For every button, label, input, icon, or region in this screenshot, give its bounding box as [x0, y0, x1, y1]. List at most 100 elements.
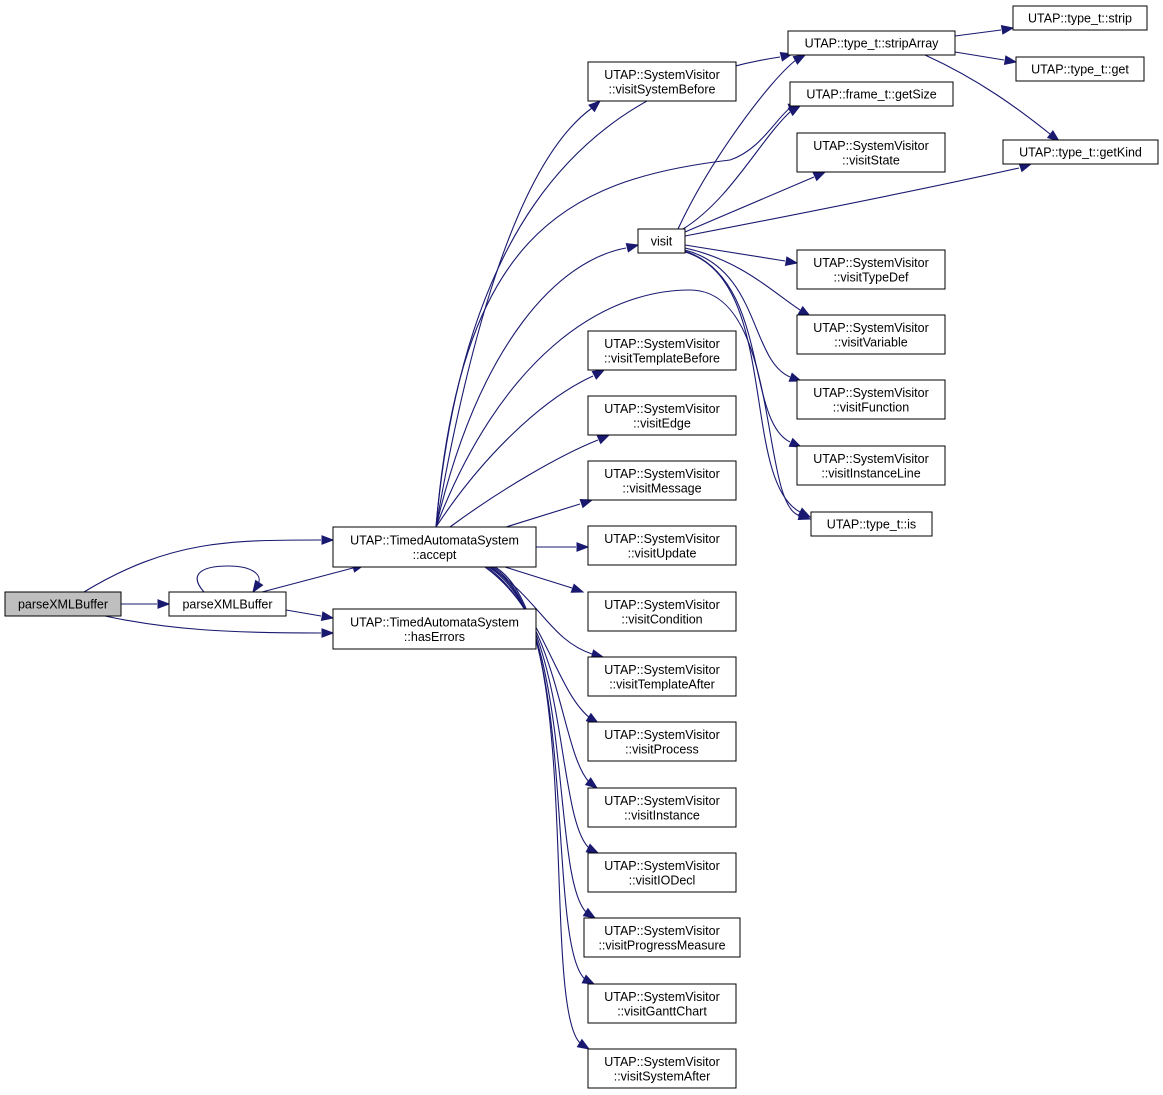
- edge-accept-to-striparray-line: [435, 56, 781, 528]
- node-root[interactable]: parseXMLBuffer: [4, 591, 122, 617]
- node-visit[interactable]: visit: [637, 228, 686, 254]
- node-vSysAfter-label-1: ::visitSystemAfter: [614, 1069, 711, 1083]
- edge-accept-to-vgantt-line: [492, 566, 587, 981]
- node-vMessage-box[interactable]: [587, 460, 737, 501]
- node-vIODecl[interactable]: UTAP::SystemVisitor::visitIODecl: [587, 852, 737, 893]
- edge-accept-to-vsysafter-line: [494, 566, 582, 1045]
- node-vGantt[interactable]: UTAP::SystemVisitor::visitGanttChart: [587, 983, 737, 1024]
- node-pxb-box[interactable]: [168, 591, 287, 617]
- node-getSize-label-0: UTAP::frame_t::getSize: [806, 88, 936, 102]
- edge-accept-to-vupdate: [536, 542, 590, 552]
- node-vProcess-box[interactable]: [587, 721, 737, 762]
- node-getKind-box[interactable]: [1002, 139, 1159, 165]
- node-root-box[interactable]: [4, 591, 122, 617]
- edge-visit-to-getkind: [684, 162, 1033, 237]
- node-vSysAfter-box[interactable]: [587, 1048, 737, 1089]
- node-visit-box[interactable]: [637, 228, 686, 254]
- node-vProgress-label-0: UTAP::SystemVisitor: [604, 924, 720, 938]
- node-vEdge-label-0: UTAP::SystemVisitor: [604, 402, 720, 416]
- node-stripArray-label-0: UTAP::type_t::stripArray: [805, 37, 940, 51]
- node-vInstLine[interactable]: UTAP::SystemVisitor::visitInstanceLine: [796, 445, 946, 486]
- node-vSysBefore-label-1: ::visitSystemBefore: [609, 82, 716, 96]
- edge-accept-to-vsysafter: [494, 566, 591, 1050]
- node-vTplBefore[interactable]: UTAP::SystemVisitor::visitTemplateBefore: [587, 330, 737, 371]
- node-vSysBefore-box[interactable]: [587, 61, 737, 102]
- edge-visit-to-vtypedef-line: [684, 244, 786, 262]
- node-vUpdate-box[interactable]: [587, 525, 737, 566]
- node-vFunction[interactable]: UTAP::SystemVisitor::visitFunction: [796, 379, 946, 420]
- node-hasErrors-box[interactable]: [332, 608, 537, 650]
- node-vTplAfter-label-1: ::visitTemplateAfter: [609, 677, 715, 691]
- node-strip-box[interactable]: [1012, 5, 1148, 31]
- node-vFunction-box[interactable]: [796, 379, 946, 420]
- node-vTypeDef-label-1: ::visitTypeDef: [833, 270, 909, 284]
- edge-accept-to-visit: [435, 243, 640, 528]
- node-vTypeDef-box[interactable]: [796, 249, 946, 290]
- node-vEdge-box[interactable]: [587, 395, 737, 436]
- node-vIODecl-box[interactable]: [587, 852, 737, 893]
- edge-root-to-accept: [83, 535, 335, 593]
- node-get-label-0: UTAP::type_t::get: [1031, 63, 1129, 77]
- edge-striparray-to-getkind: [924, 54, 1061, 142]
- node-strip-label-0: UTAP::type_t::strip: [1028, 12, 1132, 26]
- node-vCondition-box[interactable]: [587, 591, 737, 632]
- edge-pxb-self-arrowhead: [252, 579, 264, 594]
- node-hasErrors-label-0: UTAP::TimedAutomataSystem: [350, 615, 519, 629]
- node-stripArray-box[interactable]: [787, 30, 956, 56]
- node-is-box[interactable]: [810, 511, 933, 537]
- node-getSize[interactable]: UTAP::frame_t::getSize: [789, 81, 954, 107]
- node-vProgress-box[interactable]: [583, 917, 741, 958]
- node-vTplBefore-label-1: ::visitTemplateBefore: [604, 351, 720, 365]
- node-vVariable-label-1: ::visitVariable: [834, 335, 907, 349]
- node-vGantt-box[interactable]: [587, 983, 737, 1024]
- node-hasErrors[interactable]: UTAP::TimedAutomataSystem::hasErrors: [332, 608, 537, 650]
- edge-visit-to-vstate-line: [684, 176, 815, 233]
- node-vMessage-label-1: ::visitMessage: [622, 481, 701, 495]
- node-vVariable-box[interactable]: [796, 314, 946, 355]
- node-vInstLine-box[interactable]: [796, 445, 946, 486]
- node-vState[interactable]: UTAP::SystemVisitor::visitState: [796, 132, 946, 173]
- edge-accept-to-is-line: [435, 289, 799, 528]
- node-getKind[interactable]: UTAP::type_t::getKind: [1002, 139, 1159, 165]
- node-vUpdate-label-1: ::visitUpdate: [628, 546, 697, 560]
- edge-accept-to-viodecl-arrowhead: [585, 843, 600, 854]
- node-strip[interactable]: UTAP::type_t::strip: [1012, 5, 1148, 31]
- edge-visit-to-vtypedef: [684, 244, 799, 266]
- node-vTplBefore-box[interactable]: [587, 330, 737, 371]
- edge-accept-to-vinstance: [486, 566, 599, 789]
- edge-visit-to-getkind-line: [684, 167, 1020, 237]
- node-vInstance[interactable]: UTAP::SystemVisitor::visitInstance: [587, 787, 737, 828]
- node-vMessage[interactable]: UTAP::SystemVisitor::visitMessage: [587, 460, 737, 501]
- node-accept-box[interactable]: [332, 526, 537, 568]
- node-vEdge[interactable]: UTAP::SystemVisitor::visitEdge: [587, 395, 737, 436]
- edge-accept-to-vprogress: [490, 566, 597, 919]
- node-vProgress[interactable]: UTAP::SystemVisitor::visitProgressMeasur…: [583, 917, 741, 958]
- node-vProcess[interactable]: UTAP::SystemVisitor::visitProcess: [587, 721, 737, 762]
- node-is[interactable]: UTAP::type_t::is: [810, 511, 933, 537]
- node-get-box[interactable]: [1015, 56, 1145, 82]
- node-getSize-box[interactable]: [789, 81, 954, 107]
- edge-accept-to-vsysbefore-arrowhead: [588, 100, 602, 113]
- node-vTplAfter[interactable]: UTAP::SystemVisitor::visitTemplateAfter: [587, 656, 737, 697]
- node-pxb[interactable]: parseXMLBuffer: [168, 591, 287, 617]
- edge-visit-to-vvariable-line: [684, 247, 801, 311]
- node-vSysAfter[interactable]: UTAP::SystemVisitor::visitSystemAfter: [587, 1048, 737, 1089]
- node-vTypeDef[interactable]: UTAP::SystemVisitor::visitTypeDef: [796, 249, 946, 290]
- edge-accept-to-vedge-arrowhead: [596, 434, 611, 445]
- node-vVariable[interactable]: UTAP::SystemVisitor::visitVariable: [796, 314, 946, 355]
- edge-visit-to-striparray-arrowhead: [792, 54, 807, 65]
- edge-accept-to-visit-line: [435, 247, 627, 528]
- node-stripArray[interactable]: UTAP::type_t::stripArray: [787, 30, 956, 56]
- node-vSysBefore[interactable]: UTAP::SystemVisitor::visitSystemBefore: [587, 61, 737, 102]
- node-vCondition[interactable]: UTAP::SystemVisitor::visitCondition: [587, 591, 737, 632]
- node-get[interactable]: UTAP::type_t::get: [1015, 56, 1145, 82]
- node-accept[interactable]: UTAP::TimedAutomataSystem::accept: [332, 526, 537, 568]
- node-vInstance-box[interactable]: [587, 787, 737, 828]
- edge-accept-to-vsysbefore-line: [435, 107, 593, 528]
- node-vTplAfter-box[interactable]: [587, 656, 737, 697]
- node-vGantt-label-1: ::visitGanttChart: [617, 1004, 707, 1018]
- node-vUpdate[interactable]: UTAP::SystemVisitor::visitUpdate: [587, 525, 737, 566]
- edge-visit-to-vinstline-arrowhead: [788, 437, 803, 448]
- node-vState-box[interactable]: [796, 132, 946, 173]
